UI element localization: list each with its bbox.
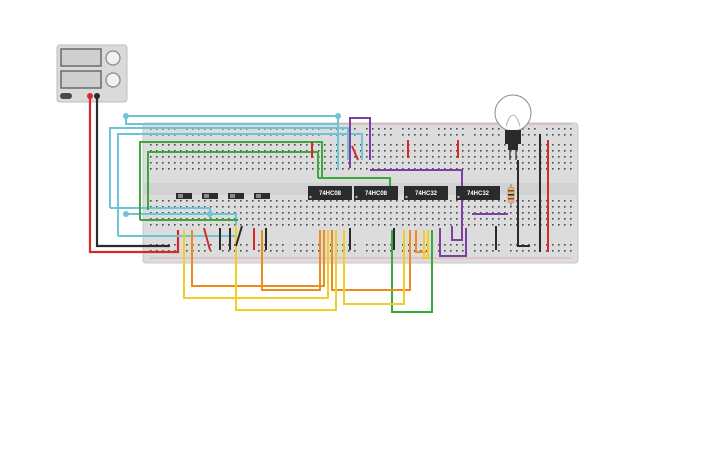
chip-label: 74HC08 <box>319 191 342 197</box>
wire-power-positive[interactable] <box>88 96 180 254</box>
ic-chip[interactable]: 74HC08 <box>308 186 352 200</box>
wire-cyan-4[interactable] <box>117 133 363 236</box>
slide-switch[interactable] <box>176 193 192 199</box>
resistor[interactable] <box>507 184 515 206</box>
wire-endpoint-icon[interactable] <box>123 211 129 217</box>
wire-green-4[interactable] <box>318 177 391 186</box>
light-bulb-icon[interactable] <box>494 94 532 160</box>
wire-yellow-1[interactable] <box>183 230 329 299</box>
wire-yellow-2[interactable] <box>235 226 337 311</box>
chip-label: 74HC32 <box>467 191 490 197</box>
voltage-display <box>60 48 102 67</box>
power-supply[interactable] <box>56 44 128 103</box>
chip-label: 74HC08 <box>365 191 388 197</box>
slide-switch[interactable] <box>228 193 244 199</box>
chip-label: 74HC32 <box>415 191 438 197</box>
wire-green-1[interactable] <box>139 141 323 220</box>
wire-red-jumper[interactable] <box>203 227 211 251</box>
wire-power-ground[interactable] <box>95 96 170 248</box>
wire-cyan-6[interactable] <box>126 213 237 225</box>
current-knob-icon[interactable] <box>105 72 121 88</box>
wire-purple-2[interactable] <box>370 169 463 241</box>
slide-switch[interactable] <box>254 193 270 199</box>
wire-green-5[interactable] <box>391 230 433 313</box>
wire-purple-1[interactable] <box>349 117 371 168</box>
wire-orange-1[interactable] <box>191 230 325 287</box>
switch-group <box>176 193 270 199</box>
ic-chip[interactable]: 74HC08 <box>354 186 398 200</box>
chip-group: 74HC08 74HC08 74HC32 74HC32 <box>308 186 500 200</box>
wire-cyan-3[interactable] <box>109 127 349 208</box>
ic-chip[interactable]: 74HC32 <box>456 186 500 200</box>
wire-orange-2[interactable] <box>261 230 321 291</box>
wire-black-jumper[interactable] <box>517 160 530 247</box>
wire-purple-3[interactable] <box>439 228 467 257</box>
slide-switch[interactable] <box>202 193 218 199</box>
ic-chip[interactable]: 74HC32 <box>404 186 448 200</box>
voltage-knob-icon[interactable] <box>105 50 121 66</box>
wire-green-2[interactable] <box>147 151 319 210</box>
power-switch[interactable] <box>60 93 72 99</box>
wire-orange-3[interactable] <box>331 230 411 291</box>
wire-yellow-4[interactable] <box>423 230 429 259</box>
wires <box>88 96 549 313</box>
wire-red-jumper[interactable] <box>351 145 359 161</box>
wire-orange-4[interactable] <box>415 230 426 253</box>
wire-endpoint-icon[interactable] <box>123 113 129 119</box>
wire-black-jumper[interactable] <box>235 225 243 247</box>
current-display <box>60 70 102 89</box>
wire-endpoint-icon[interactable] <box>207 211 213 217</box>
wire-yellow-3[interactable] <box>343 230 405 305</box>
wire-endpoint-icon[interactable] <box>335 113 341 119</box>
